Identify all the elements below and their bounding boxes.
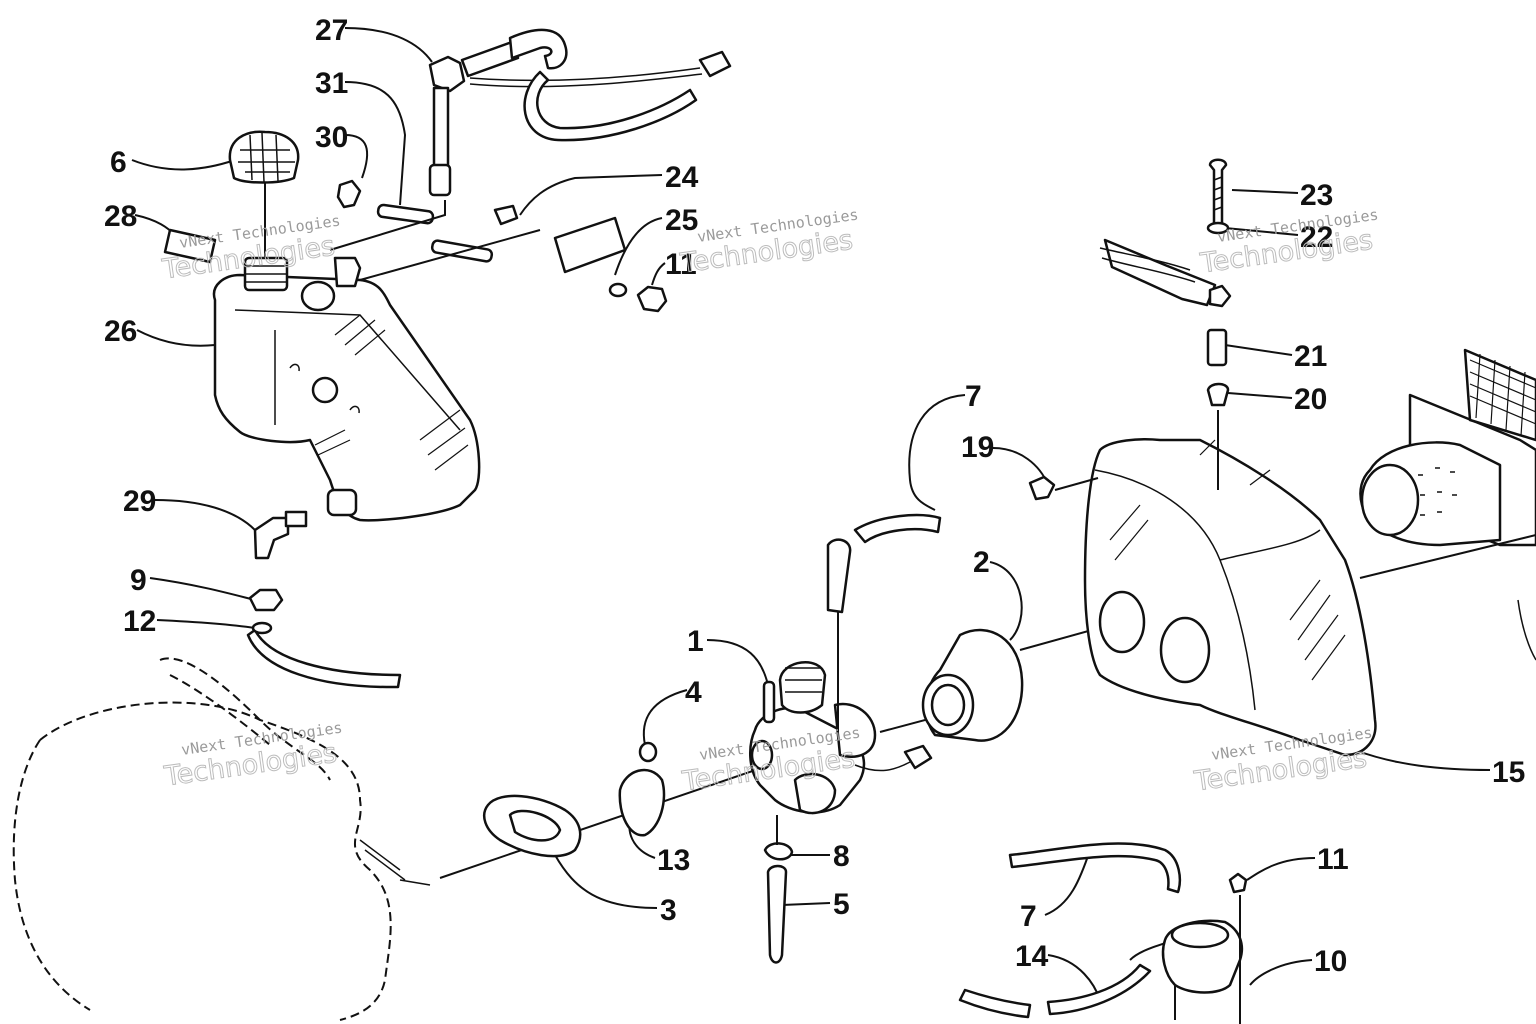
callout-8: 8 — [833, 840, 850, 873]
callout-10: 10 — [1314, 945, 1347, 978]
callout-23: 23 — [1300, 179, 1333, 212]
carburetor — [749, 661, 1001, 815]
callout-22: 22 — [1300, 221, 1333, 254]
callout-29: 29 — [123, 485, 156, 518]
callout-14: 14 — [1015, 940, 1049, 973]
callout-1: 1 — [687, 625, 704, 658]
callout-19: 19 — [961, 431, 994, 464]
ignition-coil-assembly — [428, 28, 732, 197]
callout-12: 12 — [123, 605, 156, 638]
fuel-cap — [228, 130, 300, 184]
watermark: vNext Technologies Technologies — [161, 719, 343, 794]
callout-31: 31 — [315, 67, 348, 100]
fuel-hose-upper — [523, 70, 698, 142]
callout-7-upper: 7 — [965, 380, 982, 413]
callout-5: 5 — [833, 888, 850, 921]
callout-9: 9 — [130, 564, 147, 597]
callout-11-upper: 11 — [665, 248, 697, 281]
fuel-pump — [958, 842, 1248, 1024]
callout-30: 30 — [315, 121, 348, 154]
callout-28: 28 — [104, 200, 137, 233]
callout-3: 3 — [660, 894, 677, 927]
callout-20: 20 — [1294, 383, 1327, 416]
callout-25: 25 — [665, 204, 698, 237]
air-silencer — [1359, 348, 1536, 661]
carb-hose-and-clip — [763, 513, 942, 964]
engine-outline — [12, 657, 431, 1021]
watermark: vNext Technologies Technologies — [677, 206, 859, 281]
callout-26: 26 — [104, 315, 137, 348]
callout-2: 2 — [973, 546, 990, 579]
watermark: vNext Technologies Technologies — [1197, 206, 1379, 281]
callout-13: 13 — [657, 844, 690, 877]
fuel-tank — [212, 256, 481, 522]
callout-labels: 27 31 30 6 28 24 25 11 26 29 9 12 23 22 … — [104, 14, 1525, 978]
intake-axis-line — [439, 764, 771, 879]
airbox — [1028, 438, 1377, 757]
callout-11-lower: 11 — [1317, 843, 1349, 876]
intake-boot — [921, 624, 1111, 742]
callout-27: 27 — [315, 14, 348, 47]
airbox-fasteners — [1099, 158, 1232, 490]
vent-parts — [163, 179, 494, 288]
fuel-fitting-and-line — [246, 510, 402, 689]
callout-15: 15 — [1492, 756, 1525, 789]
clamp-ring — [618, 741, 666, 837]
callout-4: 4 — [685, 676, 702, 709]
callout-7-lower: 7 — [1020, 900, 1037, 933]
intake-flange — [483, 794, 582, 858]
callout-24: 24 — [665, 161, 699, 194]
callout-6: 6 — [110, 146, 127, 179]
bracket-hardware — [329, 200, 668, 313]
callout-21: 21 — [1294, 340, 1327, 373]
